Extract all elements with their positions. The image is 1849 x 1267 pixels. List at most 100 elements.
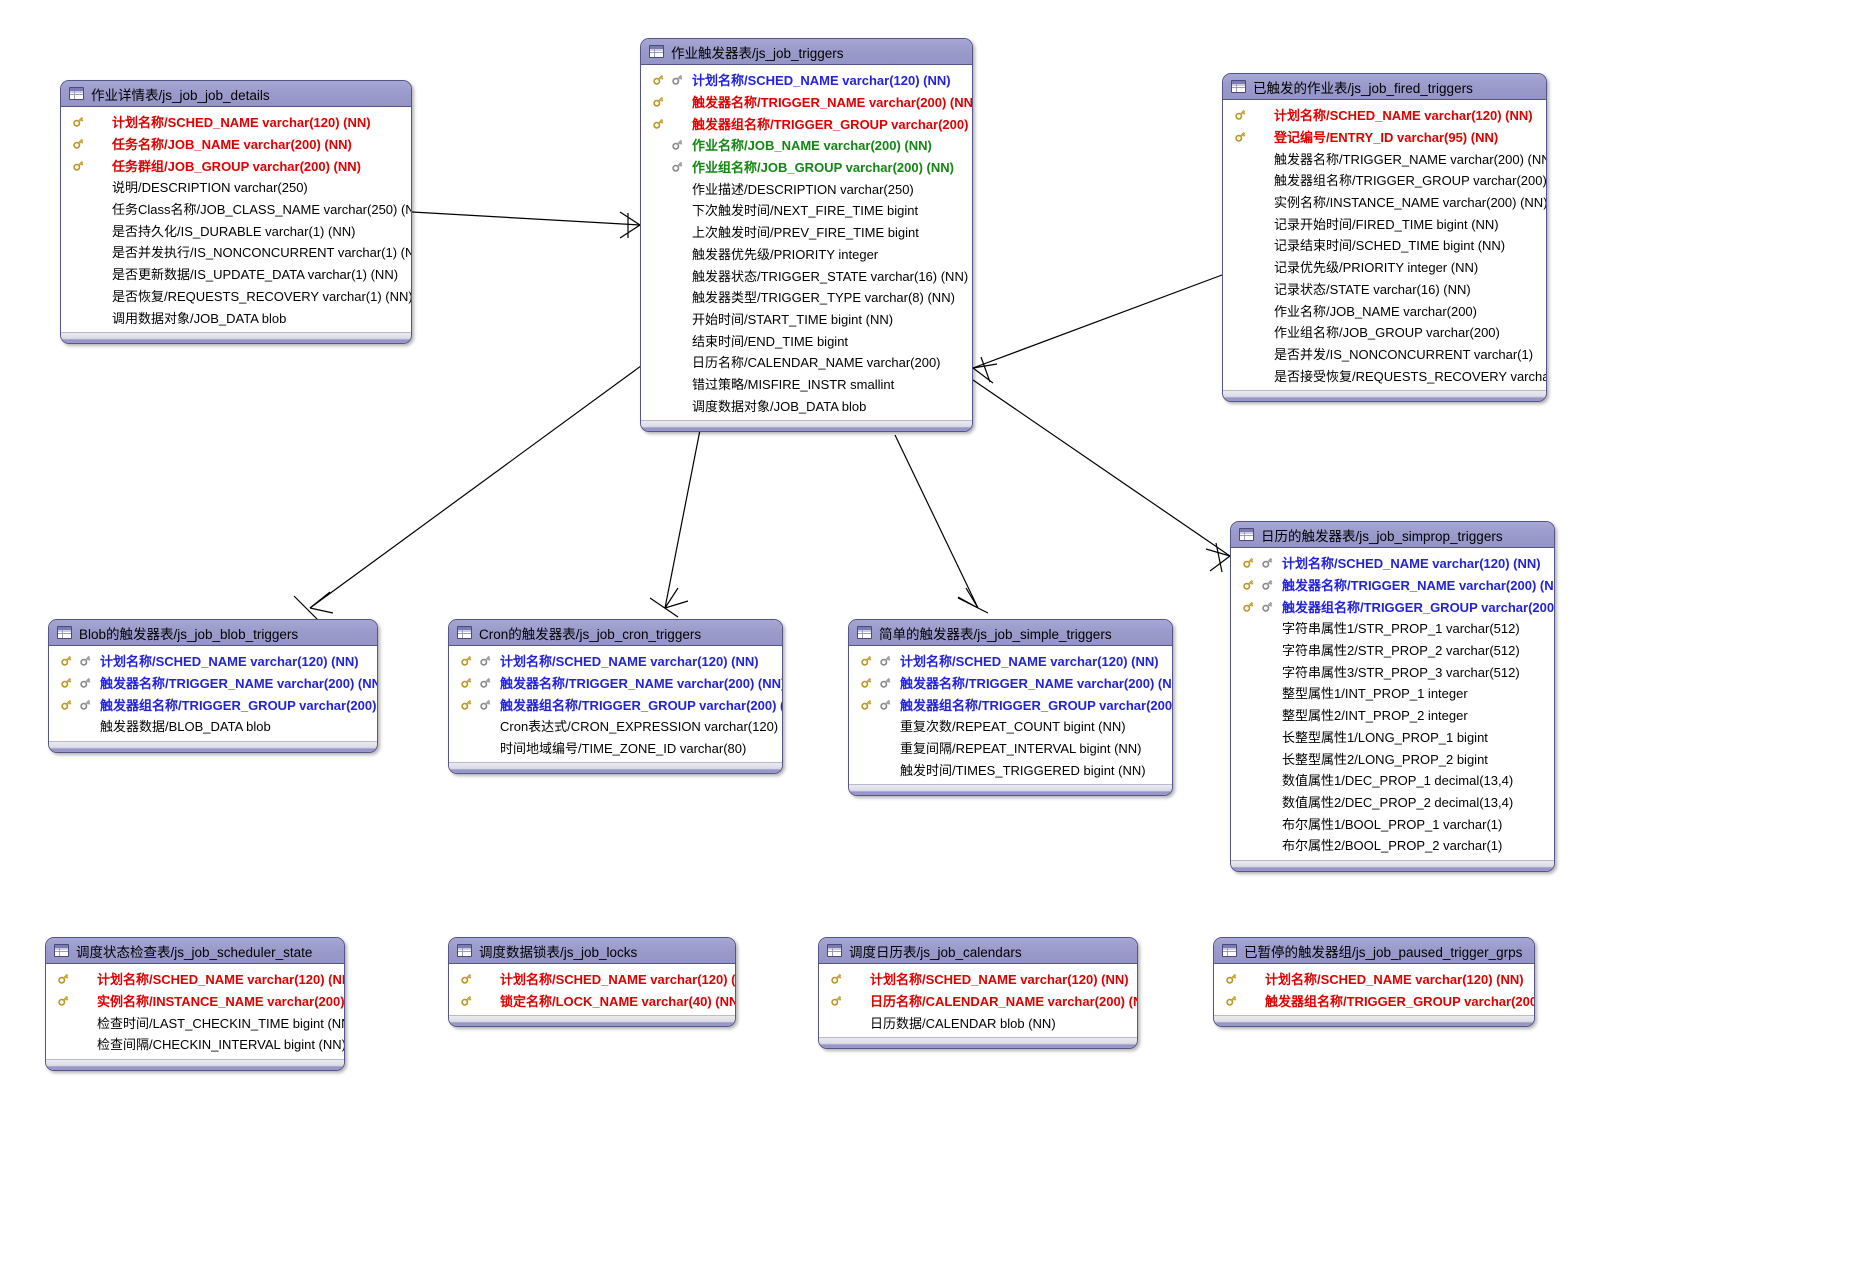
field-row[interactable]: 触发器优先级/PRIORITY integer	[641, 243, 972, 265]
field-row[interactable]: 作业描述/DESCRIPTION varchar(250)	[641, 177, 972, 199]
entity-header-job_details[interactable]: 作业详情表/js_job_job_details	[61, 81, 411, 107]
field-row[interactable]: 作业名称/JOB_NAME varchar(200) (NN)	[641, 134, 972, 156]
field-row[interactable]: 触发器组名称/TRIGGER_GROUP varchar(200) (NN)	[849, 693, 1172, 715]
entity-fired_triggers[interactable]: 已触发的作业表/js_job_fired_triggers 计划名称/SCHED_…	[1222, 73, 1547, 402]
field-row[interactable]: 实例名称/INSTANCE_NAME varchar(200) (NN)	[1223, 191, 1546, 213]
entity-header-job_triggers[interactable]: 作业触发器表/js_job_triggers	[641, 39, 972, 65]
entity-job_triggers[interactable]: 作业触发器表/js_job_triggers 计划名称/SCHED_NAME va…	[640, 38, 973, 432]
field-row[interactable]: 下次触发时间/NEXT_FIRE_TIME bigint	[641, 199, 972, 221]
field-row[interactable]: 检查时间/LAST_CHECKIN_TIME bigint (NN)	[46, 1011, 344, 1033]
field-row[interactable]: 字符串属性3/STR_PROP_3 varchar(512)	[1231, 660, 1554, 682]
field-row[interactable]: 触发器组名称/TRIGGER_GROUP varchar(200) (NN)	[1231, 595, 1554, 617]
field-row[interactable]: 数值属性1/DEC_PROP_1 decimal(13,4)	[1231, 769, 1554, 791]
field-row[interactable]: 是否接受恢复/REQUESTS_RECOVERY varchar(1)	[1223, 364, 1546, 386]
field-row[interactable]: 日历名称/CALENDAR_NAME varchar(200)	[641, 351, 972, 373]
entity-header-calendars[interactable]: 调度日历表/js_job_calendars	[819, 938, 1137, 964]
field-row[interactable]: 结束时间/END_TIME bigint	[641, 329, 972, 351]
entity-cron_triggers[interactable]: Cron的触发器表/js_job_cron_triggers 计划名称/SCHED…	[448, 619, 783, 775]
field-row[interactable]: 重复间隔/REPEAT_INTERVAL bigint (NN)	[849, 737, 1172, 759]
field-row[interactable]: 实例名称/INSTANCE_NAME varchar(200) (NN)	[46, 990, 344, 1012]
field-row[interactable]: 触发器类型/TRIGGER_TYPE varchar(8) (NN)	[641, 286, 972, 308]
field-row[interactable]: 调用数据对象/JOB_DATA blob	[61, 306, 411, 328]
field-row[interactable]: 时间地域编号/TIME_ZONE_ID varchar(80)	[449, 737, 782, 759]
field-row[interactable]: 触发器名称/TRIGGER_NAME varchar(200) (NN)	[1223, 147, 1546, 169]
field-row[interactable]: 触发时间/TIMES_TRIGGERED bigint (NN)	[849, 758, 1172, 780]
field-row[interactable]: 任务群组/JOB_GROUP varchar(200) (NN)	[61, 154, 411, 176]
field-row[interactable]: 计划名称/SCHED_NAME varchar(120) (NN)	[641, 69, 972, 91]
field-row[interactable]: 是否并发执行/IS_NONCONCURRENT varchar(1) (NN)	[61, 241, 411, 263]
entity-header-cron_triggers[interactable]: Cron的触发器表/js_job_cron_triggers	[449, 620, 782, 646]
field-row[interactable]: 作业名称/JOB_NAME varchar(200)	[1223, 299, 1546, 321]
field-row[interactable]: 是否并发/IS_NONCONCURRENT varchar(1)	[1223, 343, 1546, 365]
field-row[interactable]: 是否恢复/REQUESTS_RECOVERY varchar(1) (NN)	[61, 285, 411, 307]
field-row[interactable]: 触发器组名称/TRIGGER_GROUP varchar(200) (NN)	[449, 693, 782, 715]
field-row[interactable]: 作业组名称/JOB_GROUP varchar(200)	[1223, 321, 1546, 343]
field-row[interactable]: 上次触发时间/PREV_FIRE_TIME bigint	[641, 221, 972, 243]
field-row[interactable]: 是否更新数据/IS_UPDATE_DATA varchar(1) (NN)	[61, 263, 411, 285]
field-row[interactable]: 整型属性1/INT_PROP_1 integer	[1231, 682, 1554, 704]
field-row[interactable]: 是否持久化/IS_DURABLE varchar(1) (NN)	[61, 219, 411, 241]
entity-scheduler_state[interactable]: 调度状态检查表/js_job_scheduler_state 计划名称/SCHED…	[45, 937, 345, 1071]
field-row[interactable]: 计划名称/SCHED_NAME varchar(120) (NN)	[819, 968, 1137, 990]
field-row[interactable]: 整型属性2/INT_PROP_2 integer	[1231, 704, 1554, 726]
field-row[interactable]: 计划名称/SCHED_NAME varchar(120) (NN)	[49, 650, 377, 672]
field-row[interactable]: 触发器名称/TRIGGER_NAME varchar(200) (NN)	[641, 91, 972, 113]
field-row[interactable]: 任务Class名称/JOB_CLASS_NAME varchar(250) (N…	[61, 198, 411, 220]
field-row[interactable]: 触发器组名称/TRIGGER_GROUP varchar(200) (NN)	[1214, 990, 1534, 1012]
field-row[interactable]: 记录开始时间/FIRED_TIME bigint (NN)	[1223, 212, 1546, 234]
field-row[interactable]: 触发器组名称/TRIGGER_GROUP varchar(200) (NN)	[641, 112, 972, 134]
entity-header-scheduler_state[interactable]: 调度状态检查表/js_job_scheduler_state	[46, 938, 344, 964]
entity-header-paused_trigger_grps[interactable]: 已暂停的触发器组/js_job_paused_trigger_grps	[1214, 938, 1534, 964]
field-row[interactable]: 调度数据对象/JOB_DATA blob	[641, 394, 972, 416]
field-row[interactable]: 计划名称/SCHED_NAME varchar(120) (NN)	[449, 650, 782, 672]
entity-blob_triggers[interactable]: Blob的触发器表/js_job_blob_triggers 计划名称/SCHED…	[48, 619, 378, 753]
field-row[interactable]: 触发器名称/TRIGGER_NAME varchar(200) (NN)	[449, 672, 782, 694]
entity-simple_triggers[interactable]: 简单的触发器表/js_job_simple_triggers 计划名称/SCHED…	[848, 619, 1173, 797]
field-row[interactable]: 说明/DESCRIPTION varchar(250)	[61, 176, 411, 198]
entity-header-simple_triggers[interactable]: 简单的触发器表/js_job_simple_triggers	[849, 620, 1172, 646]
field-row[interactable]: 触发器组名称/TRIGGER_GROUP varchar(200) (NN)	[1223, 169, 1546, 191]
field-row[interactable]: 重复次数/REPEAT_COUNT bigint (NN)	[849, 715, 1172, 737]
field-row[interactable]: 计划名称/SCHED_NAME varchar(120) (NN)	[1223, 104, 1546, 126]
field-row[interactable]: 错过策略/MISFIRE_INSTR smallint	[641, 373, 972, 395]
field-row[interactable]: Cron表达式/CRON_EXPRESSION varchar(120) (NN…	[449, 715, 782, 737]
field-row[interactable]: 字符串属性1/STR_PROP_1 varchar(512)	[1231, 617, 1554, 639]
field-row[interactable]: 登记编号/ENTRY_ID varchar(95) (NN)	[1223, 126, 1546, 148]
field-row[interactable]: 计划名称/SCHED_NAME varchar(120) (NN)	[449, 968, 735, 990]
field-row[interactable]: 日历名称/CALENDAR_NAME varchar(200) (NN)	[819, 990, 1137, 1012]
field-row[interactable]: 长整型属性1/LONG_PROP_1 bigint	[1231, 726, 1554, 748]
field-row[interactable]: 触发器名称/TRIGGER_NAME varchar(200) (NN)	[49, 672, 377, 694]
field-row[interactable]: 布尔属性1/BOOL_PROP_1 varchar(1)	[1231, 812, 1554, 834]
field-row[interactable]: 布尔属性2/BOOL_PROP_2 varchar(1)	[1231, 834, 1554, 856]
field-row[interactable]: 触发器数据/BLOB_DATA blob	[49, 715, 377, 737]
entity-paused_trigger_grps[interactable]: 已暂停的触发器组/js_job_paused_trigger_grps 计划名称/…	[1213, 937, 1535, 1028]
field-row[interactable]: 日历数据/CALENDAR blob (NN)	[819, 1011, 1137, 1033]
field-row[interactable]: 记录状态/STATE varchar(16) (NN)	[1223, 278, 1546, 300]
field-row[interactable]: 计划名称/SCHED_NAME varchar(120) (NN)	[1231, 552, 1554, 574]
entity-header-fired_triggers[interactable]: 已触发的作业表/js_job_fired_triggers	[1223, 74, 1546, 100]
field-row[interactable]: 触发器名称/TRIGGER_NAME varchar(200) (NN)	[1231, 574, 1554, 596]
field-row[interactable]: 数值属性2/DEC_PROP_2 decimal(13,4)	[1231, 791, 1554, 813]
field-row[interactable]: 计划名称/SCHED_NAME varchar(120) (NN)	[1214, 968, 1534, 990]
field-row[interactable]: 字符串属性2/STR_PROP_2 varchar(512)	[1231, 639, 1554, 661]
field-row[interactable]: 检查间隔/CHECKIN_INTERVAL bigint (NN)	[46, 1033, 344, 1055]
field-row[interactable]: 触发器名称/TRIGGER_NAME varchar(200) (NN)	[849, 672, 1172, 694]
entity-calendars[interactable]: 调度日历表/js_job_calendars 计划名称/SCHED_NAME va…	[818, 937, 1138, 1050]
field-row[interactable]: 任务名称/JOB_NAME varchar(200) (NN)	[61, 133, 411, 155]
entity-header-simprop_triggers[interactable]: 日历的触发器表/js_job_simprop_triggers	[1231, 522, 1554, 548]
entity-header-blob_triggers[interactable]: Blob的触发器表/js_job_blob_triggers	[49, 620, 377, 646]
field-row[interactable]: 记录结束时间/SCHED_TIME bigint (NN)	[1223, 234, 1546, 256]
field-row[interactable]: 长整型属性2/LONG_PROP_2 bigint	[1231, 747, 1554, 769]
field-row[interactable]: 计划名称/SCHED_NAME varchar(120) (NN)	[46, 968, 344, 990]
field-row[interactable]: 作业组名称/JOB_GROUP varchar(200) (NN)	[641, 156, 972, 178]
field-row[interactable]: 记录优先级/PRIORITY integer (NN)	[1223, 256, 1546, 278]
field-row[interactable]: 触发器状态/TRIGGER_STATE varchar(16) (NN)	[641, 264, 972, 286]
entity-job_details[interactable]: 作业详情表/js_job_job_details 计划名称/SCHED_NAME …	[60, 80, 412, 344]
field-row[interactable]: 计划名称/SCHED_NAME varchar(120) (NN)	[61, 111, 411, 133]
entity-simprop_triggers[interactable]: 日历的触发器表/js_job_simprop_triggers 计划名称/SCHE…	[1230, 521, 1555, 872]
field-row[interactable]: 触发器组名称/TRIGGER_GROUP varchar(200) (NN)	[49, 693, 377, 715]
field-row[interactable]: 开始时间/START_TIME bigint (NN)	[641, 308, 972, 330]
field-row[interactable]: 锁定名称/LOCK_NAME varchar(40) (NN)	[449, 990, 735, 1012]
field-row[interactable]: 计划名称/SCHED_NAME varchar(120) (NN)	[849, 650, 1172, 672]
